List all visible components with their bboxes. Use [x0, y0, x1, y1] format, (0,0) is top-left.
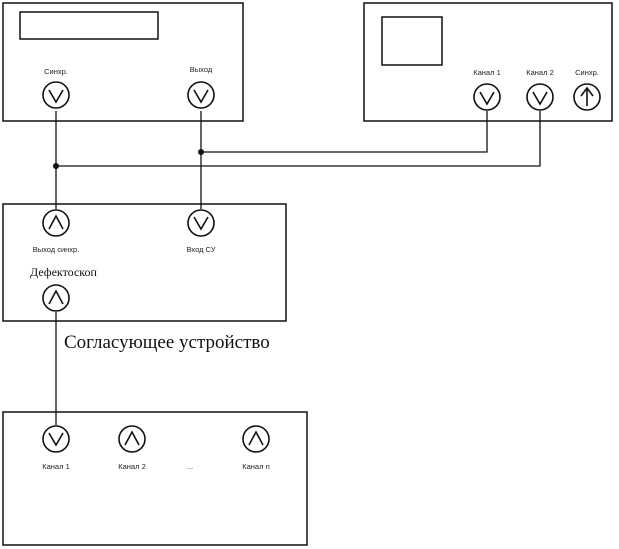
gen-sync-label: Синхр. — [44, 67, 68, 76]
cu-flaw-connector — [42, 284, 70, 312]
osc-ch2-connector — [526, 83, 554, 111]
probe-ch2-label: Канал 2 — [118, 462, 145, 471]
cu-in-label: Вход СУ — [187, 245, 216, 254]
probe-dots-label: ... — [187, 462, 193, 471]
probe-ch1-label: Канал 1 — [42, 462, 69, 471]
gen-sync-connector — [42, 81, 70, 109]
cu-in-connector — [187, 209, 215, 237]
osc-ch2-label: Канал 2 — [526, 68, 553, 77]
gen-out-label: Выход — [190, 65, 213, 74]
junction-dot-sync — [53, 163, 59, 169]
wire-sync-to-ch2 — [56, 111, 541, 167]
cu-sync-out-connector — [42, 209, 70, 237]
cu-flaw-label: Дефектоскоп — [30, 265, 98, 279]
junction-dot-out — [198, 149, 204, 155]
cu-title: Согласующее устройство — [64, 332, 270, 353]
probe-ch1-connector — [42, 425, 70, 453]
probe-ch2-connector — [118, 425, 146, 453]
osc-sync-connector — [573, 83, 601, 111]
osc-ch1-label: Канал 1 — [473, 68, 500, 77]
osc-ch1-connector — [473, 83, 501, 111]
gen-out-connector — [187, 81, 215, 109]
generator-display — [19, 11, 159, 40]
wire-out-to-ch1 — [201, 111, 488, 153]
probe-chn-connector — [242, 425, 270, 453]
probe-chn-label: Канал n — [242, 462, 269, 471]
osc-sync-label: Синхр. — [575, 68, 599, 77]
oscilloscope-screen — [381, 16, 443, 66]
cu-sync-out-label: Выход синхр. — [33, 245, 80, 254]
